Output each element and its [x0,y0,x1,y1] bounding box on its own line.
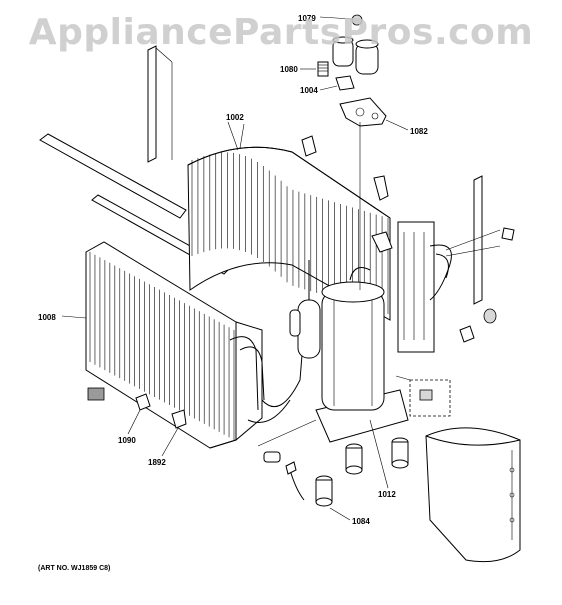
drain-cover [425,427,521,563]
art-number: (ART NO. WJ1859 C8) [38,565,111,572]
fitting-right-2 [459,325,475,343]
angle-bar-upper [39,133,187,219]
bracket-part-1004 [319,75,355,91]
clip-part [87,387,105,401]
label-1012: 1012 [378,490,396,499]
mount-grommet-3 [315,475,351,521]
label-1892: 1892 [148,458,166,467]
fitting-small [373,175,389,201]
refrigerant-tubing [229,329,305,423]
label-1002: 1002 [226,113,244,122]
valve-cylinders [332,36,379,75]
cap-part-1079 [319,14,363,26]
compressor-1012 [315,267,409,489]
label-1080: 1080 [280,65,298,74]
small-capacitor [289,309,301,337]
fitting-right-1 [483,308,497,324]
label-1084: 1084 [352,517,370,526]
spring-part-1080 [300,61,329,77]
plate-part-1082 [339,97,409,131]
valve-assembly-right [397,221,515,353]
label-1004: 1004 [300,86,318,95]
mount-grommet-2 [391,437,409,469]
fitting-top [301,135,317,157]
bracket-part-1892 [161,409,187,457]
label-1090: 1090 [118,436,136,445]
fitting-elbow [371,231,393,253]
bracket-part-1090 [127,393,151,435]
label-1079: 1079 [298,14,316,23]
terminal-dashed-box [409,379,451,417]
right-support-bar [473,175,483,305]
evaporator-coil-1008 [61,241,263,449]
mount-grommet-1 [345,443,363,475]
label-1082: 1082 [410,127,428,136]
tube-piece [263,451,305,501]
support-bar-vertical [147,45,173,163]
label-1008: 1008 [38,313,56,322]
